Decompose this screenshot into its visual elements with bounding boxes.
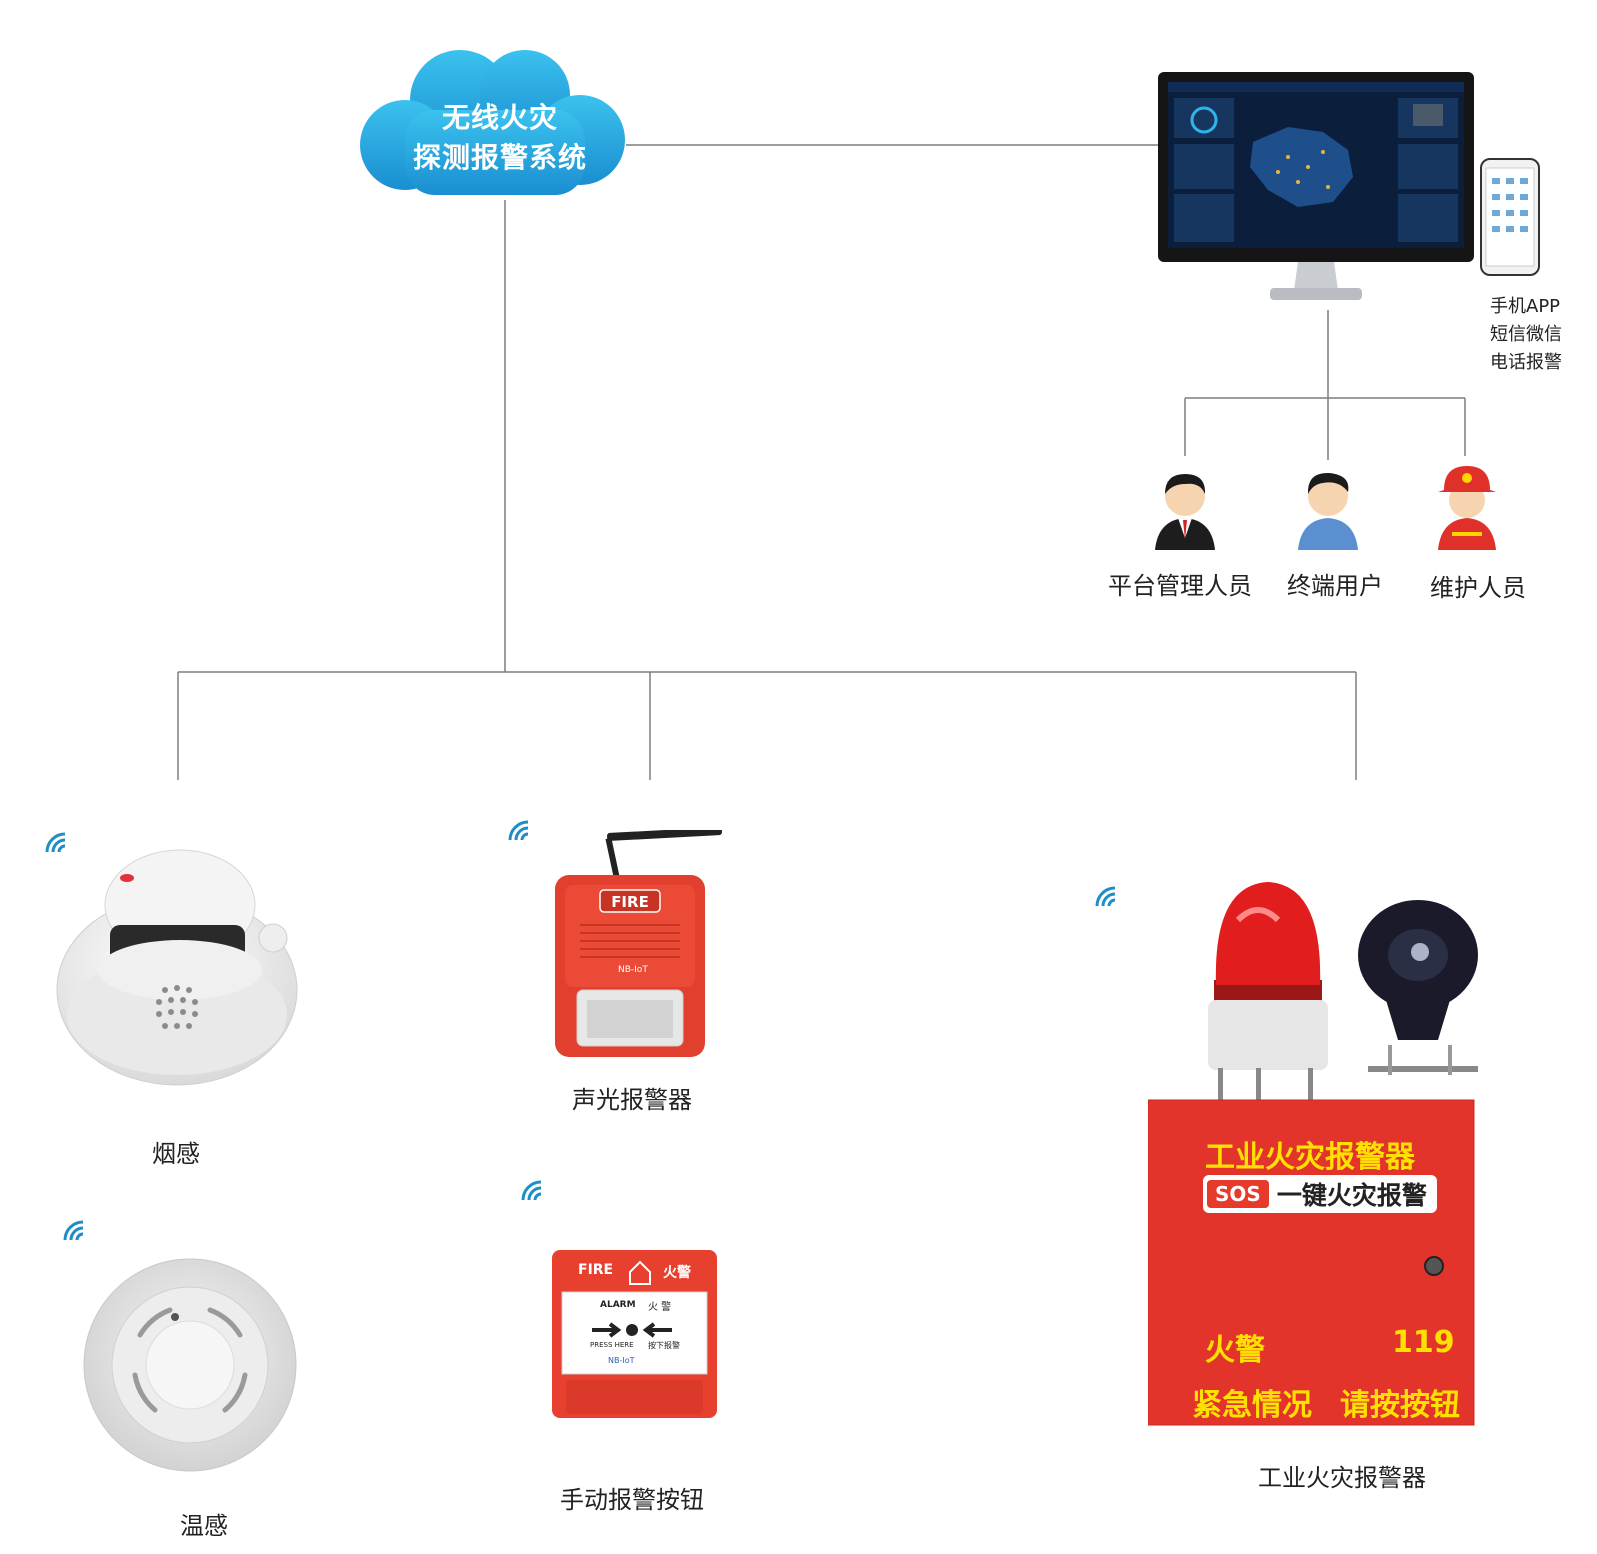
- notification-app: 手机APP: [1490, 296, 1561, 317]
- wifi-icon: [63, 1220, 84, 1241]
- notification-sms-wechat: 短信微信: [1490, 324, 1562, 345]
- manual-fire-cn: 火警: [663, 1265, 691, 1281]
- manual-call-point-image: [552, 1250, 717, 1418]
- industrial-fire-cn: 火警: [1205, 1333, 1265, 1368]
- person-user: [1293, 468, 1363, 550]
- person-admin: [1150, 468, 1220, 550]
- smoke-detector-image: [56, 849, 298, 1086]
- industrial-press-button: 请按按钮: [1340, 1388, 1460, 1423]
- monitor: [1158, 72, 1474, 312]
- wifi-icon: [521, 1180, 542, 1201]
- label-manual-button: 手动报警按钮: [560, 1486, 704, 1514]
- person-maintainer: [1432, 462, 1502, 550]
- industrial-alarm-image: [1148, 882, 1478, 1426]
- manual-press-cn: 按下报警: [648, 1341, 680, 1350]
- cloud-title-line1: 无线火灾: [441, 101, 558, 134]
- manual-press-text: PRESS HERE: [590, 1341, 634, 1349]
- phone: [1480, 158, 1540, 276]
- manual-fire-text: FIRE: [578, 1262, 614, 1278]
- label-user: 终端用户: [1287, 572, 1383, 600]
- sos-tag: SOS: [1207, 1180, 1269, 1208]
- label-maintainer: 维护人员: [1430, 574, 1526, 602]
- notification-phone: 电话报警: [1490, 352, 1562, 373]
- firefighter-avatar-icon: [1438, 466, 1496, 550]
- industrial-fire-number: 119: [1392, 1325, 1455, 1360]
- label-admin: 平台管理人员: [1108, 572, 1252, 600]
- manual-alarm-cn: 火 警: [648, 1302, 672, 1313]
- wifi-icon: [508, 820, 529, 841]
- cloud-title-line2: 探测报警系统: [412, 141, 587, 174]
- notification-channels: 手机APP 短信微信 电话报警: [1490, 293, 1562, 377]
- manual-brand: NB-IoT: [608, 1356, 635, 1365]
- wifi-icon: [1095, 886, 1116, 907]
- industrial-box-title: 工业火灾报警器: [1205, 1140, 1415, 1175]
- label-sound-light: 声光报警器: [572, 1086, 692, 1114]
- label-heat: 温感: [180, 1512, 228, 1540]
- sound-light-brand: NB-IoT: [618, 965, 648, 975]
- monitor-icon: [1158, 72, 1474, 300]
- sound-light-alarm-image: [555, 830, 722, 1057]
- label-smoke: 烟感: [152, 1140, 200, 1168]
- sound-light-fire-text: FIRE: [611, 893, 649, 911]
- wifi-icon: [45, 832, 66, 853]
- cloud-node: 无线火灾 探测报警系统: [360, 40, 640, 200]
- sos-text: 一键火灾报警: [1276, 1181, 1427, 1210]
- manual-alarm-text: ALARM: [600, 1300, 636, 1310]
- sos-banner: SOS 一键火灾报警: [1203, 1175, 1437, 1213]
- heat-detector-image: [83, 1258, 297, 1472]
- user-avatar-icon: [1298, 472, 1358, 550]
- phone-icon: [1480, 158, 1540, 276]
- admin-avatar-icon: [1155, 474, 1215, 550]
- cloud-icon: [360, 50, 625, 195]
- industrial-emergency: 紧急情况: [1192, 1388, 1312, 1423]
- label-industrial: 工业火灾报警器: [1258, 1464, 1426, 1492]
